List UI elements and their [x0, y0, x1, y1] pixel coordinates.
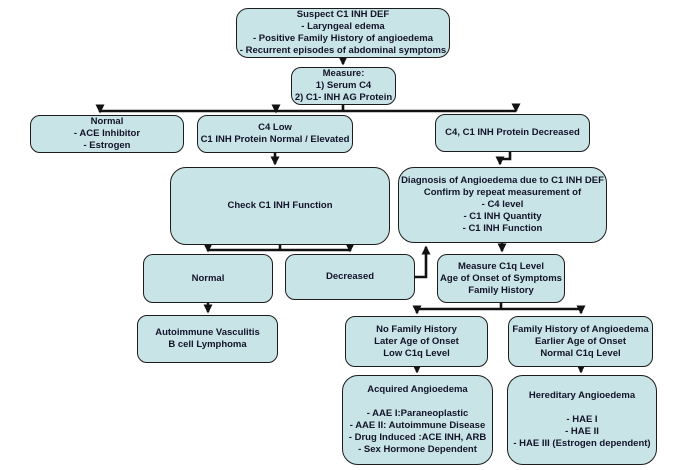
node-text-line: Later Age of Onset	[374, 335, 459, 347]
node-hereditary-angioedema: Hereditary Angioedema - HAE I- HAE II- H…	[507, 375, 657, 465]
node-text-line: - Drug Induced :ACE INH, ARB	[348, 432, 487, 443]
node-acquired-angioedema: Acquired Angioedema - AAE I:Paraneoplast…	[342, 375, 493, 465]
node-text-line: - AAE II: Autoimmune Disease	[349, 420, 486, 431]
node-text-line: - AAE I:Paraneoplastic	[366, 408, 469, 419]
node-text-line: - C1 INH Function	[462, 223, 543, 234]
node-text-line: Family History	[468, 284, 534, 296]
node-text-line: - HAE I	[566, 414, 598, 425]
branch-check-split-line	[208, 245, 350, 252]
node-check-c1-inh-function: Check C1 INH Function	[170, 167, 390, 245]
node-text-line	[416, 396, 419, 408]
node-text-line: Confirm by repeat measurement of	[423, 187, 582, 198]
node-normal-ace-estrogen: Normal- ACE Inhibitor- Estrogen	[30, 115, 184, 153]
node-text-line: C4, C1 INH Protein Decreased	[445, 127, 580, 138]
node-text-line: Normal C1q Level	[540, 347, 621, 359]
node-text-line: - HAE II	[565, 426, 599, 437]
node-text-line: - HAE III (Estrogen dependent)	[513, 438, 651, 449]
branch-c1q-split-line	[417, 303, 581, 311]
node-text-line: C1 INH Protein Normal / Elevated	[200, 134, 350, 145]
node-diagnosis-angioedema: Diagnosis of Angioedema due to C1 INH DE…	[398, 167, 607, 243]
node-text-line: Decreased	[325, 271, 375, 282]
node-text-line: Acquired Angioedema	[367, 384, 468, 395]
node-text-line: B cell Lymphoma	[168, 339, 247, 350]
node-text-line: - Laryngeal edema	[301, 21, 385, 32]
node-text-line: 2) C1- INH AG Protein	[294, 92, 393, 103]
node-text-line: 1) Serum C4	[315, 80, 372, 91]
node-text-line: Age of Onset of Symptoms	[440, 272, 562, 284]
node-text-line: Hereditary Angioedema	[528, 390, 636, 401]
node-text-line: Autoimmune Vasculitis	[155, 327, 260, 338]
node-text-line: Suspect C1 INH DEF	[296, 9, 390, 20]
node-text-line: - Recurrent episodes of abdominal sympto…	[239, 45, 447, 56]
node-text-line: C4 Low	[258, 122, 292, 133]
node-text-line: - C1 INH Quantity	[463, 211, 542, 222]
node-function-decreased: Decreased	[285, 254, 415, 300]
arrow-decreased-to-diagnosis	[415, 245, 431, 279]
node-text-line: - Sex Hormone Dependent	[358, 444, 477, 455]
node-text-line: - C4 level	[481, 199, 524, 210]
node-text-line: Measure:	[322, 68, 365, 79]
node-text-line: - ACE Inhibitor	[73, 128, 141, 139]
node-text-line: Normal	[90, 116, 124, 127]
node-text-line: No Family History	[376, 323, 457, 335]
node-suspect-c1-inh-def: Suspect C1 INH DEF- Laryngeal edema- Pos…	[236, 8, 450, 58]
arrow-c4c1-to-diagnosis	[495, 152, 512, 166]
node-text-line	[581, 402, 584, 414]
node-text-line: Diagnosis of Angioedema due to C1 INH DE…	[401, 175, 604, 186]
node-text-line: Family History of Angioedema	[512, 323, 649, 335]
node-text-line: Low C1q Level	[383, 347, 450, 359]
node-function-normal: Normal	[143, 254, 273, 303]
node-text-line: Measure C1q Level	[457, 260, 545, 272]
node-text-line: - Estrogen	[83, 140, 131, 151]
node-text-line: Earlier Age of Onset	[535, 335, 626, 347]
node-text-line: Check C1 INH Function	[227, 200, 333, 211]
node-c4-c1-inh-decreased: C4, C1 INH Protein Decreased	[435, 114, 590, 152]
node-text-line: Normal	[191, 272, 225, 284]
node-text-line: - Positive Family History of angioedema	[252, 33, 434, 44]
branch-measure-split-line	[100, 105, 516, 113]
